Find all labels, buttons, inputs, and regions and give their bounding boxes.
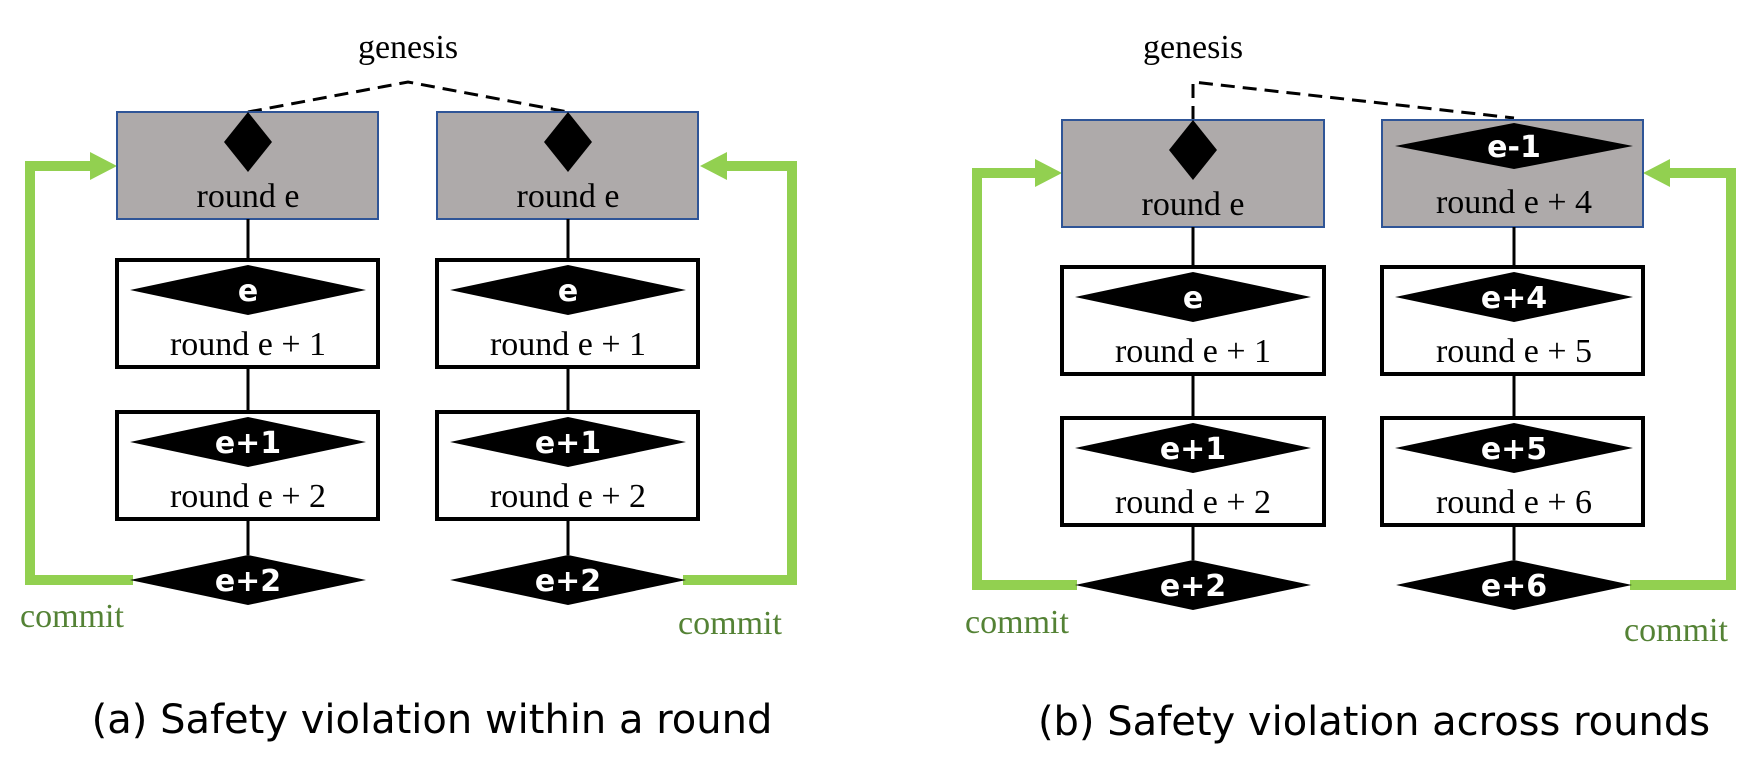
block-label: round e + 1 bbox=[170, 326, 326, 363]
commit-arrow-a-left bbox=[25, 161, 133, 585]
qc-label: e bbox=[558, 274, 578, 309]
qc-diamond-icon bbox=[1395, 272, 1633, 322]
qc-diamond-icon bbox=[130, 265, 366, 315]
qc-label: e-1 bbox=[1487, 130, 1541, 165]
qc-label: e+5 bbox=[1481, 432, 1547, 467]
qc-label: e bbox=[1183, 281, 1203, 316]
block-label: round e + 2 bbox=[170, 478, 326, 515]
commit-label-b-left: commit bbox=[965, 604, 1069, 641]
qc-label: e+1 bbox=[1160, 432, 1226, 467]
qc-label: e+4 bbox=[1481, 281, 1547, 316]
root-label: round e bbox=[197, 178, 300, 215]
commit-label-a-left: commit bbox=[20, 598, 124, 635]
genesis-fork-a bbox=[247, 80, 569, 114]
qc-diamond-icon bbox=[1075, 272, 1311, 322]
chain-b-right: e-1 round e + 4 e+4 round e + 5 e+5 roun… bbox=[1380, 119, 1645, 610]
commit-label-b-right: commit bbox=[1624, 612, 1728, 649]
commit-arrowhead-b-left bbox=[1035, 159, 1062, 187]
chain-a-left: round e e round e + 1 e+1 round e + 2 e+… bbox=[115, 111, 380, 605]
qc-label: e bbox=[238, 274, 258, 309]
caption-a: (a) Safety violation within a round bbox=[92, 697, 773, 743]
caption-b: (b) Safety violation across rounds bbox=[1038, 699, 1710, 745]
block-label: round e + 1 bbox=[490, 326, 646, 363]
qc-label: e+1 bbox=[215, 426, 281, 461]
commit-arrow-a-right bbox=[683, 161, 797, 585]
commit-arrowhead-a-left bbox=[90, 152, 117, 180]
chain-b-left: round e e round e + 1 e+1 round e + 2 e+… bbox=[1060, 119, 1326, 610]
genesis-label-a: genesis bbox=[358, 29, 458, 66]
genesis-fork-b bbox=[1191, 80, 1515, 120]
qc-diamond-icon bbox=[1395, 123, 1633, 169]
commit-label-a-right: commit bbox=[678, 605, 782, 642]
qc-diamond-icon bbox=[130, 417, 366, 467]
tip-diamond-icon bbox=[450, 555, 686, 605]
tip-label: e+2 bbox=[215, 564, 281, 599]
genesis-label-b: genesis bbox=[1143, 29, 1243, 66]
tip-diamond-icon bbox=[1075, 560, 1311, 610]
qc-diamond-icon bbox=[1395, 423, 1633, 473]
genesis-diamond-icon bbox=[544, 112, 592, 172]
panel-b: genesis round e e round e + 1 e+1 round … bbox=[965, 29, 1736, 745]
root-label: round e bbox=[1142, 186, 1245, 223]
chain-a-right: round e e round e + 1 e+1 round e + 2 e+… bbox=[435, 111, 700, 605]
tip-label: e+2 bbox=[535, 564, 601, 599]
qc-diamond-icon bbox=[450, 417, 686, 467]
tip-label: e+2 bbox=[1160, 569, 1226, 604]
block-label: round e + 2 bbox=[1115, 484, 1271, 521]
commit-arrow-b-left bbox=[972, 168, 1077, 590]
root-label: round e + 4 bbox=[1436, 184, 1592, 221]
panel-a: genesis round e e round e + 1 e+1 round … bbox=[20, 29, 797, 743]
commit-arrowhead-b-right bbox=[1643, 159, 1670, 187]
tip-diamond-icon bbox=[1396, 560, 1632, 610]
commit-arrow-b-right bbox=[1630, 168, 1736, 590]
block-label: round e + 2 bbox=[490, 478, 646, 515]
commit-arrowhead-a-right bbox=[700, 152, 727, 180]
root-label: round e bbox=[517, 178, 620, 215]
tip-label: e+6 bbox=[1481, 569, 1547, 604]
genesis-diamond-icon bbox=[224, 112, 272, 172]
qc-label: e+1 bbox=[535, 426, 601, 461]
qc-diamond-icon bbox=[450, 265, 686, 315]
block-label: round e + 1 bbox=[1115, 333, 1271, 370]
tip-diamond-icon bbox=[130, 555, 366, 605]
block-label: round e + 5 bbox=[1436, 333, 1592, 370]
qc-diamond-icon bbox=[1075, 423, 1311, 473]
genesis-diamond-icon bbox=[1169, 120, 1217, 180]
block-label: round e + 6 bbox=[1436, 484, 1592, 521]
